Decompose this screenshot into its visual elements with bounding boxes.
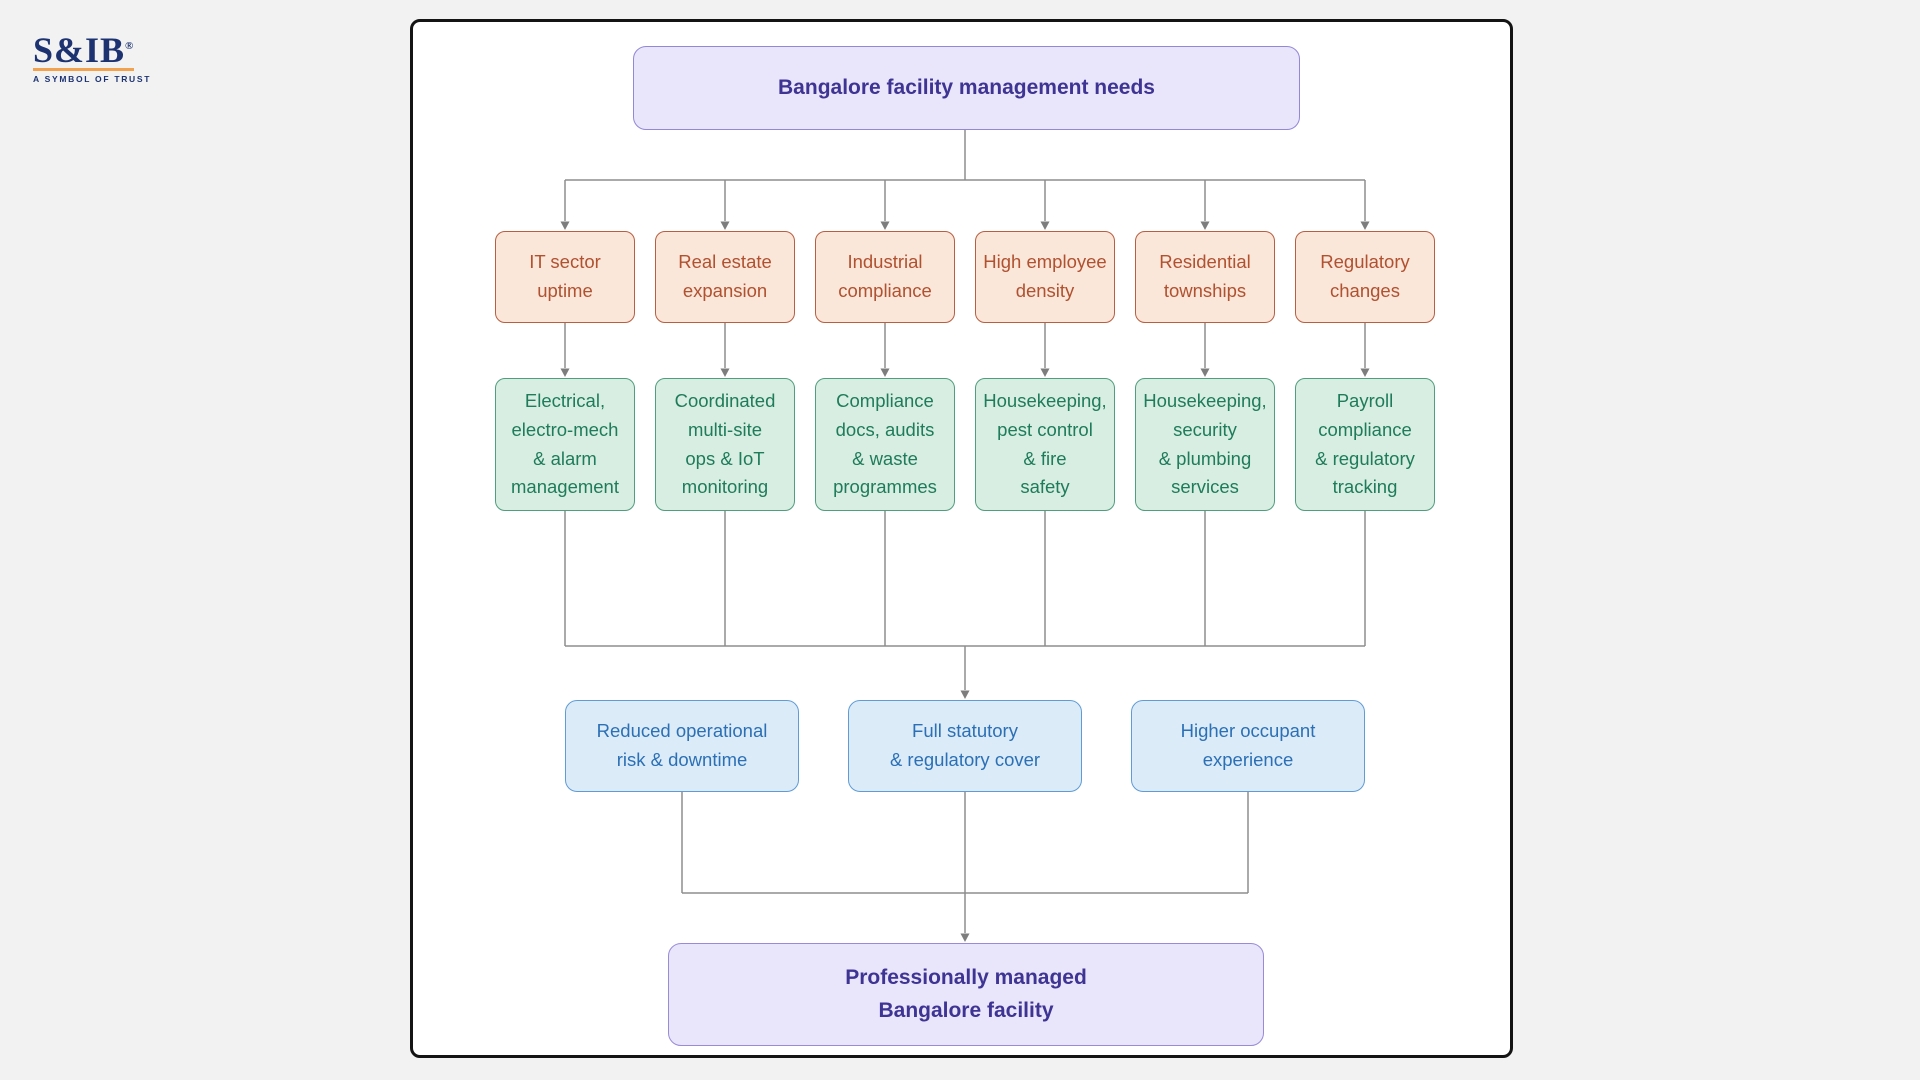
node-outcome-occupant-experience: Higher occupant experience — [1131, 700, 1365, 792]
node-need-it-sector-uptime: IT sector uptime — [495, 231, 635, 323]
brand-logo: S&IB® A SYMBOL OF TRUST — [33, 30, 152, 84]
node-need-industrial-compliance: Industrial compliance — [815, 231, 955, 323]
node-result-managed-facility: Professionally managed Bangalore facilit… — [668, 943, 1264, 1046]
node-need-residential-townships: Residential townships — [1135, 231, 1275, 323]
brand-tagline: A SYMBOL OF TRUST — [33, 74, 152, 84]
node-outcome-statutory-cover: Full statutory & regulatory cover — [848, 700, 1082, 792]
node-service-payroll-regulatory: Payroll compliance & regulatory tracking — [1295, 378, 1435, 511]
diagram-card: Bangalore facility management needs IT s… — [410, 19, 1513, 1058]
brand-name: S&IB — [33, 30, 126, 70]
arrowheads-services — [560, 368, 1370, 377]
registered-mark: ® — [125, 40, 134, 52]
brand-logo-underline — [33, 68, 134, 71]
arrowhead-outcomes — [960, 690, 970, 699]
node-need-regulatory-changes: Regulatory changes — [1295, 231, 1435, 323]
brand-logo-text: S&IB® — [33, 30, 143, 68]
node-service-housekeeping-fire: Housekeeping, pest control & fire safety — [975, 378, 1115, 511]
node-outcome-reduced-risk: Reduced operational risk & downtime — [565, 700, 799, 792]
node-service-electrical-alarm: Electrical, electro-mech & alarm managem… — [495, 378, 635, 511]
arrowhead-result — [960, 933, 970, 942]
node-need-real-estate-expansion: Real estate expansion — [655, 231, 795, 323]
arrowheads-needs — [560, 221, 1370, 230]
node-need-high-employee-density: High employee density — [975, 231, 1115, 323]
connector-lines — [560, 130, 1370, 942]
flowchart-canvas: Bangalore facility management needs IT s… — [413, 22, 1510, 1055]
node-service-multisite-iot: Coordinated multi-site ops & IoT monitor… — [655, 378, 795, 511]
node-title: Bangalore facility management needs — [633, 46, 1300, 130]
node-service-housekeeping-plumbing: Housekeeping, security & plumbing servic… — [1135, 378, 1275, 511]
node-service-compliance-waste: Compliance docs, audits & waste programm… — [815, 378, 955, 511]
